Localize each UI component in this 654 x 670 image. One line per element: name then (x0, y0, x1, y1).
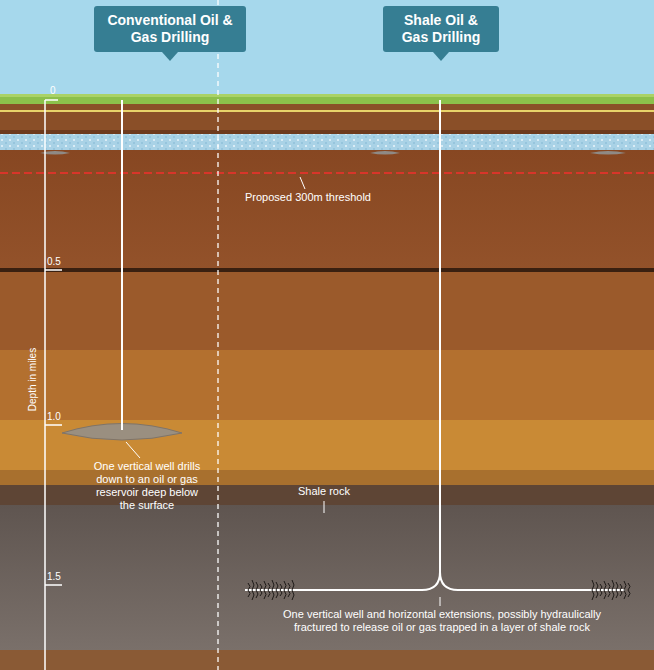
fracture-stroke (612, 580, 614, 600)
fracture-stroke (264, 581, 266, 599)
fracture-stroke (268, 583, 270, 597)
fracture-stroke (592, 580, 594, 600)
title-text: Shale Oil & Gas Drilling (391, 12, 491, 46)
fracture-stroke (256, 582, 258, 598)
well-note: One vertical well drills down to an oil … (88, 460, 206, 512)
fracture-stroke (272, 580, 274, 600)
fracture-stroke (624, 581, 626, 599)
depth-tick: 0.5 (47, 255, 77, 268)
fracture-stroke (616, 582, 618, 598)
depth-tick: 0 (50, 84, 70, 97)
fracture-stroke (252, 580, 254, 600)
fracture-stroke (292, 580, 294, 600)
fracture-stroke (288, 583, 290, 597)
threshold-label: Proposed 300m threshold (245, 191, 425, 204)
depth-tick: 1.0 (47, 410, 77, 423)
title-box: Conventional Oil & Gas Drilling (94, 6, 246, 52)
fracture-stroke (600, 584, 602, 596)
fracture-stroke (260, 584, 262, 596)
depth-tick: 1.5 (47, 570, 77, 583)
title-text: Conventional Oil & Gas Drilling (102, 12, 238, 46)
layer-name: Shale rock (284, 485, 364, 498)
fracture-stroke (276, 582, 278, 598)
well-note: One vertical well and horizontal extensi… (262, 608, 622, 634)
axis-title: Depth in miles (26, 330, 39, 430)
fracture-stroke (284, 581, 286, 599)
fracture-stroke (280, 584, 282, 596)
fracture-stroke (628, 583, 630, 597)
fracture-stroke (248, 583, 250, 597)
fracture-stroke (604, 581, 606, 599)
fracture-stroke (608, 583, 610, 597)
title-box: Shale Oil & Gas Drilling (383, 6, 499, 52)
fracture-stroke (620, 584, 622, 596)
fracture-stroke (596, 582, 598, 598)
